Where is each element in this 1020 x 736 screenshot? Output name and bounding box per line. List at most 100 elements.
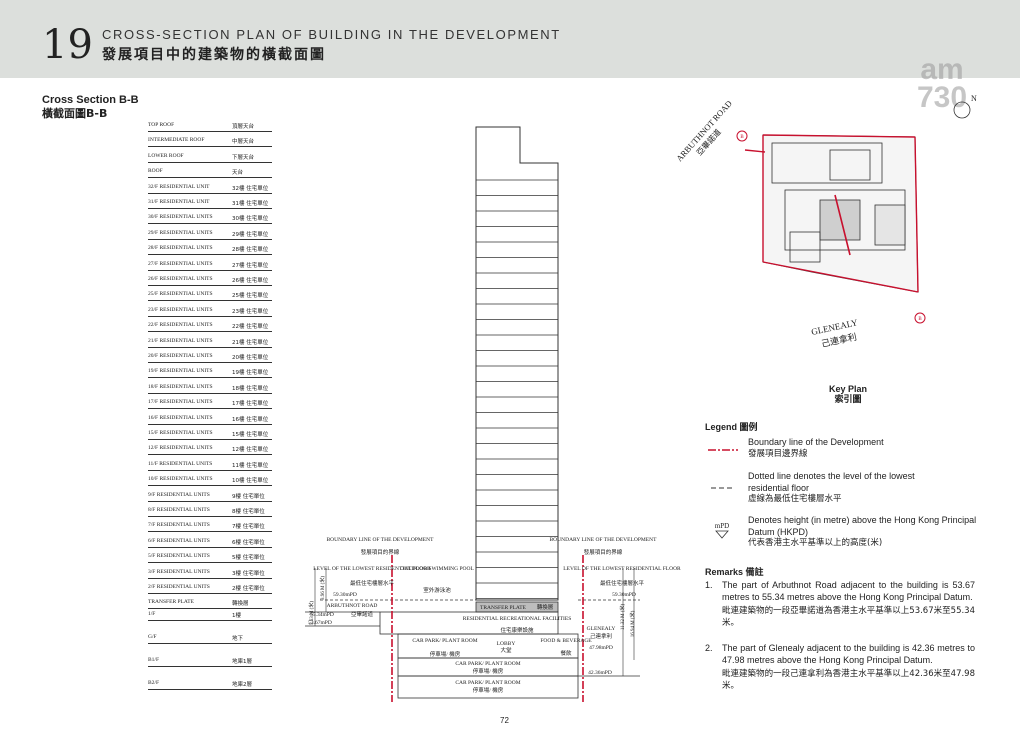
mpd-right-top: 59.30mPD (612, 592, 636, 598)
header-title-en: CROSS-SECTION PLAN OF BUILDING IN THE DE… (102, 27, 561, 42)
legend-mpd-triangle (715, 530, 729, 539)
floor-label-en: 16/F RESIDENTIAL UNITS (148, 414, 213, 421)
floor-label-zh: 8樓 住宅單位 (232, 509, 265, 515)
cross-section-title-en: Cross Section B-B (42, 94, 139, 106)
key-plan-drawing: B B ARBUTHNOT ROAD 亞畢諾道 GLENEALY 己連拿利 N (674, 94, 977, 349)
floor-label-en: 30/F RESIDENTIAL UNITS (148, 214, 213, 221)
floor-label-zh: 頂層天台 (232, 124, 255, 130)
floor-label-zh: 11樓 住宅單位 (232, 462, 269, 469)
floor-label-en: 29/F RESIDENTIAL UNITS (148, 229, 213, 236)
floor-label-en: 22/F RESIDENTIAL UNITS (148, 322, 213, 329)
floor-label-zh: 12樓 住宅單位 (232, 447, 269, 454)
transfer-plate-label: TRANSFER PLATE (480, 605, 527, 611)
floor-row: 16/F RESIDENTIAL UNITS 16樓 住宅單位 (148, 412, 272, 425)
floor-label-zh: 地庫2層 (232, 682, 252, 689)
page-header: 19 CROSS-SECTION PLAN OF BUILDING IN THE… (0, 0, 1020, 78)
lobby-label-zh: 大堂 (500, 646, 512, 654)
floor-label-zh: 28樓 住宅單位 (232, 247, 269, 254)
pool-label-zh: 室外游泳池 (423, 586, 451, 594)
lowest-floor-left: LEVEL OF THE LOWEST RESIDENTIAL FLOOR (313, 566, 431, 572)
floor-label-en: 31/F RESIDENTIAL UNIT (148, 199, 210, 205)
floor-label-en: 23/F RESIDENTIAL UNITS (148, 306, 213, 313)
section-number: 19 (42, 22, 93, 68)
key-marker-1: B (740, 135, 744, 140)
floor-label-zh: 天台 (232, 170, 244, 177)
dim-right-1: 11.32 M (米) (619, 603, 626, 630)
floor-label-zh: 23樓 住宅單位 (232, 308, 269, 315)
floor-label-en: ROOF (148, 168, 163, 175)
floor-row: 10/F RESIDENTIAL UNITS 10樓 住宅單位 (148, 473, 272, 487)
floor-label-zh: 20樓 住宅單位 (232, 355, 269, 361)
floor-label-zh: 7樓 住宅單位 (232, 524, 265, 531)
floor-label-en: 10/F RESIDENTIAL UNITS (148, 476, 213, 483)
mpd-glenealy-2: 42.36mPD (588, 670, 612, 676)
legend-item-boundary: Boundary line of the Development 發展項目邊界線 (748, 437, 884, 459)
floor-label-en: 2/F RESIDENTIAL UNITS (148, 584, 210, 590)
pool-label: OUTDOOR SWIMMING POOL (400, 566, 474, 572)
carpark-3-label: CAR PARK/ PLANT ROOM (455, 680, 520, 686)
floor-label-en: 21/F RESIDENTIAL UNITS (148, 337, 213, 344)
floor-label-en: 27/F RESIDENTIAL UNITS (148, 260, 213, 267)
floor-label-zh: 18樓 住宅單位 (232, 385, 269, 392)
floor-label-zh: 3樓 住宅單位 (232, 570, 265, 577)
floor-label-zh: 16樓 住宅單位 (232, 416, 269, 423)
dim-left-2: 5.63 M (米) (308, 601, 315, 625)
page-number: 72 (500, 716, 509, 725)
floor-label-zh: 26樓 住宅單位 (232, 278, 269, 284)
carpark-3-label-zh: 停車場/ 機房 (473, 686, 504, 694)
floor-label-en: 8/F RESIDENTIAL UNITS (148, 507, 210, 513)
floor-label-zh: 轉換層 (232, 601, 249, 608)
floor-label-en: 26/F RESIDENTIAL UNITS (148, 276, 213, 282)
floor-label-en: B1/F (148, 657, 160, 664)
floor-row: B1/F 地庫1層 (148, 654, 272, 668)
floor-label-zh: 15樓 住宅單位 (232, 432, 269, 438)
dim-left-1: 3.96 M (米) (319, 576, 326, 600)
arbuthnot-road-label: ARBUTHNOT ROAD (327, 603, 378, 609)
lobby-label: LOBBY (497, 641, 516, 647)
floor-label-zh: 地庫1層 (232, 659, 252, 666)
cross-section-title-zh: 橫截面圖B-B (42, 107, 108, 120)
floor-label-en: 12/F RESIDENTIAL UNITS (148, 445, 213, 452)
legend-item-dotted: Dotted line denotes the level of the low… (748, 471, 915, 504)
lowest-floor-left-zh: 最低住宅樓層水平 (350, 579, 395, 587)
watermark-logo: am 730 (916, 53, 968, 114)
floor-label-en: 25/F RESIDENTIAL UNITS (148, 291, 213, 298)
floor-row: TOP ROOF 頂層天台 (148, 119, 272, 132)
floor-label-zh: 下層天台 (232, 154, 255, 161)
glenealy-label: GLENEALY (587, 626, 616, 632)
legend-item-mpd: Denotes height (in metre) above the Hong… (748, 515, 977, 548)
legend-title: Legend 圖例 (705, 422, 758, 432)
carpark-1-label: CAR PARK/ PLANT ROOM (412, 638, 477, 644)
floor-label-zh: 1樓 (232, 613, 241, 620)
floor-label-zh: 10樓 住宅單位 (232, 478, 269, 485)
remark-2: The part of Glenealy adjacent to the bui… (722, 643, 975, 691)
fnb-label: FOOD & BEVERAGE (540, 638, 592, 644)
floor-label-en: LOWER ROOF (148, 152, 184, 159)
key-marker-2: B (918, 317, 922, 322)
floor-label-en: TOP ROOF (148, 122, 175, 128)
floor-label-en: INTERMEDIATE ROOF (148, 137, 205, 144)
carpark-1-label-zh: 停車場/ 機房 (430, 650, 461, 658)
floor-label-zh: 22樓 住宅單位 (232, 324, 269, 331)
floor-label-en: 9/F RESIDENTIAL UNITS (148, 491, 210, 498)
podium-level-4 (397, 675, 579, 699)
remark-2-number: 2. (705, 643, 713, 653)
north-arrow-label: N (971, 94, 977, 103)
